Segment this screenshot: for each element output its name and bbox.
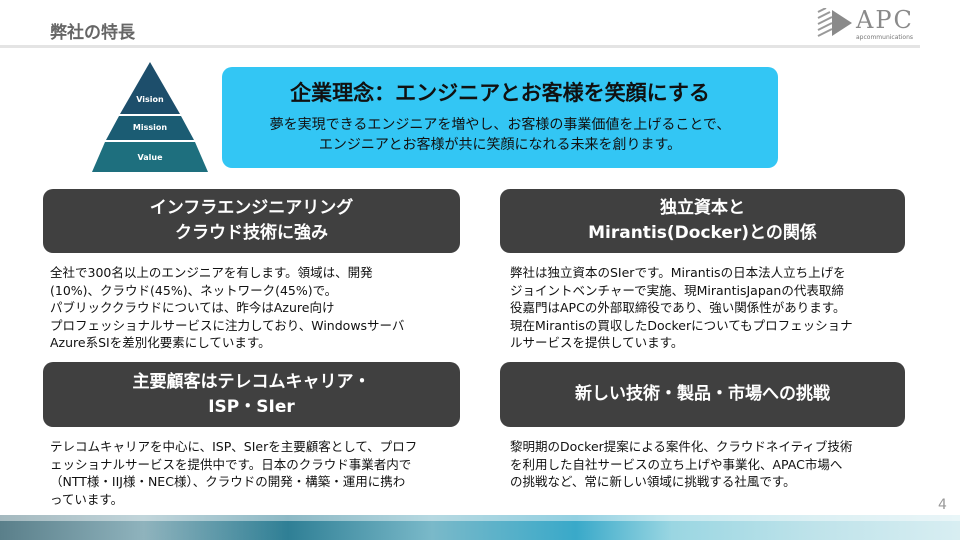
pyramid-label-vision: Vision	[136, 95, 164, 104]
feature-heading-customers: 主要顧客はテレコムキャリア・ ISP・SIer	[43, 362, 460, 427]
feature-body-challenge: 黎明期のDocker提案による案件化、クラウドネイティブ技術 を利用した自社サー…	[510, 438, 852, 491]
pyramid-label-mission: Mission	[133, 123, 167, 132]
pyramid-label-value: Value	[137, 153, 163, 162]
feature-body-customers: テレコムキャリアを中心に、ISP、SIerを主要顧客として、プロフ ェッショナル…	[50, 438, 417, 508]
pyramid-mission	[106, 116, 194, 140]
corporate-philosophy-banner: 企業理念：エンジニアとお客様を笑顔にする 夢を実現できるエンジニアを増やし、お客…	[222, 67, 778, 168]
body-line: ジョイントベンチャーで実施、現MirantisJapanの代表取締	[510, 282, 844, 298]
feature-body-mirantis: 弊社は独立資本のSIerです。Mirantisの日本法人立ち上げを ジョイントベ…	[510, 264, 853, 352]
heading-line: 独立資本と	[660, 198, 745, 218]
heading-line: ISP・SIer	[208, 396, 295, 417]
feature-heading-challenge: 新しい技術・製品・市場への挑戦	[500, 362, 905, 427]
logo-subtext: apcommunications	[856, 34, 914, 41]
philosophy-line: 夢を実現できるエンジニアを増やし、お客様の事業価値を上げることで、	[269, 117, 731, 133]
page-title: 弊社の特長	[50, 23, 135, 43]
philosophy-line: エンジニアとお客様が共に笑顔になれる未来を創ります。	[318, 137, 682, 153]
body-line: を利用した自社サービスの立ち上げや事業化、APAC市場へ	[510, 456, 843, 472]
body-line: 現在Mirantisの買収したDockerについてもプロフェッショナ	[510, 317, 853, 333]
heading-line: Mirantis(Docker)との関係	[588, 223, 817, 243]
vision-pyramid: Vision Mission Value	[92, 62, 208, 172]
logo-text: APC	[856, 6, 914, 34]
pyramid-vision	[120, 62, 180, 114]
body-line: っています。	[50, 491, 124, 507]
body-line: 全社で300名以上のエンジニアを有します。領域は、開発	[50, 265, 373, 280]
footer-image-band	[0, 515, 960, 540]
feature-body-infra: 全社で300名以上のエンジニアを有します。領域は、開発 (10%)、クラウド(4…	[50, 264, 404, 352]
feature-heading-mirantis: 独立資本と Mirantis(Docker)との関係	[500, 189, 905, 253]
company-logo: APC apcommunications	[812, 6, 922, 42]
body-line: （NTT様・IIJ様・NEC様）、クラウドの開発・構築・運用に携わ	[50, 474, 406, 489]
body-line: プロフェッショナルサービスに注力しており、Windowsサーバ	[50, 317, 405, 333]
heading-line: インフラエンジニアリング	[149, 198, 354, 218]
philosophy-title: 企業理念：エンジニアとお客様を笑顔にする	[290, 81, 710, 105]
heading-line: クラウド技術に強み	[175, 223, 328, 243]
heading-line: 主要顧客はテレコムキャリア・	[132, 371, 371, 392]
header-divider	[0, 45, 920, 48]
body-line: 弊社は独立資本のSIerです。Mirantisの日本法人立ち上げを	[510, 265, 846, 280]
body-line: (10%)、クラウド(45%)、ネットワーク(45%)で。	[50, 282, 338, 298]
body-line: テレコムキャリアを中心に、ISP、SIerを主要顧客として、プロフ	[50, 439, 418, 454]
body-line: ルサービスを提供しています。	[510, 335, 684, 350]
body-line: 黎明期のDocker提案による案件化、クラウドネイティブ技術	[510, 439, 853, 454]
logo-arrow-icon	[817, 8, 852, 37]
body-line: 役嘉門はAPCの外部取締役であり、強い関係性があります。	[510, 300, 846, 315]
body-line: パブリッククラウドについては、昨今はAzure向け	[50, 300, 335, 315]
page-number: 4	[938, 497, 947, 513]
body-line: の挑戦など、常に新しい領域に挑戦する社風です。	[510, 474, 796, 489]
body-line: ェッショナルサービスを提供中です。日本のクラウド事業者内で	[50, 456, 412, 472]
body-line: Azure系SIを差別化要素にしています。	[50, 335, 271, 350]
feature-heading-infra: インフラエンジニアリングクラウド技術に強み	[43, 189, 460, 253]
heading-line: 新しい技術・製品・市場への挑戦	[575, 384, 830, 404]
pyramid-value	[92, 142, 208, 172]
